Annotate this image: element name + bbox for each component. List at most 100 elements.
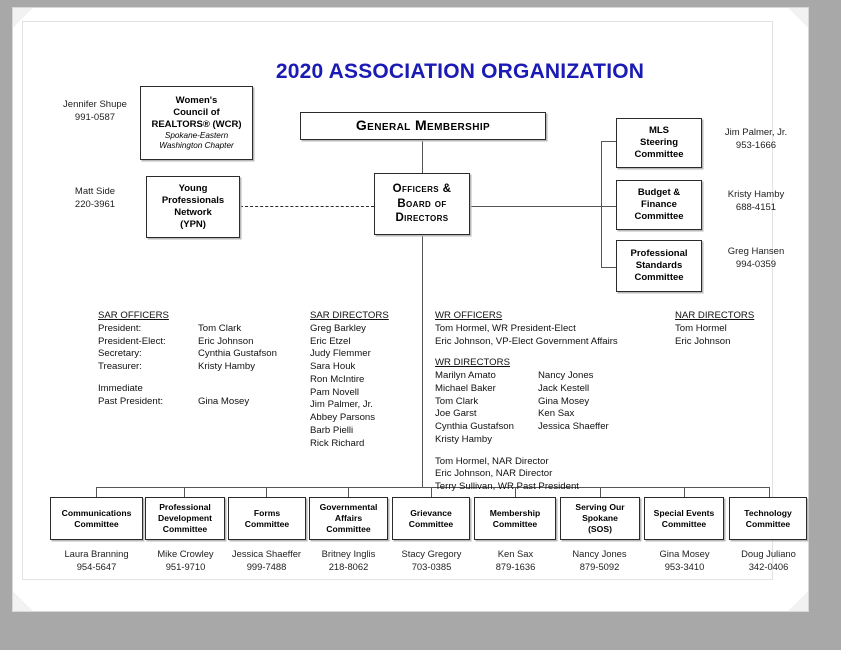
standards-contact-name: Greg Hansen	[727, 246, 785, 257]
contact-phone: 954-5647	[76, 560, 117, 572]
sar-past-president-row: Past President: Gina Mosey	[98, 396, 298, 409]
box-forms-committee[interactable]: Forms Committee	[228, 497, 306, 540]
committee-line1: Grievance	[410, 507, 452, 518]
wcr-line1: Women's	[175, 95, 218, 107]
grievance-contact: Stacy Gregory 703-0385	[381, 548, 482, 573]
box-professional-standards-committee[interactable]: Professional Standards Committee	[616, 240, 702, 292]
committee-label: Governmental Affairs Committee	[320, 502, 378, 534]
list-item: Cynthia Gustafson	[435, 421, 514, 432]
committee-label: Communications Committee	[62, 508, 132, 529]
list-item: Gina Mosey	[538, 395, 590, 407]
wcr-contact-phone: 991-0587	[74, 111, 116, 123]
standards-line1: Professional	[630, 248, 688, 260]
committee-line3: (SOS)	[588, 523, 612, 534]
committee-label: Membership Committee	[490, 508, 541, 529]
box-womens-council[interactable]: Women's Council of REALTORS® (WCR) Spoka…	[140, 86, 253, 160]
contact-phone: 703-0385	[411, 560, 452, 572]
committee-stub-3	[266, 487, 267, 497]
ypn-line2: Professionals	[161, 195, 225, 207]
box-young-professionals-network[interactable]: Young Professionals Network (YPN)	[146, 176, 240, 238]
list-item: Jessica Shaeffer	[538, 421, 609, 432]
wcr-contact-name: Jennifer Shupe	[63, 99, 127, 110]
mls-contact-name: Jim Palmer, Jr.	[724, 127, 788, 138]
list-item: Eric Etzel	[310, 335, 351, 347]
box-membership-committee[interactable]: Membership Committee	[474, 497, 556, 540]
budget-contact: Kristy Hamby 688-4151	[706, 189, 806, 215]
contact-phone: 999-7488	[246, 560, 287, 572]
contact-phone: 342-0406	[748, 560, 789, 572]
list-item: Ron McIntire	[310, 373, 365, 385]
box-technology-committee[interactable]: Technology Committee	[729, 497, 807, 540]
connector-officers-right	[470, 206, 601, 207]
box-grievance-committee[interactable]: Grievance Committee	[392, 497, 470, 540]
standards-contact: Greg Hansen 994-0359	[706, 246, 806, 272]
ypn-line3: Network	[174, 207, 212, 218]
committee-bus	[96, 487, 769, 488]
box-governmental-affairs-committee[interactable]: Governmental Affairs Committee	[309, 497, 388, 540]
committee-line1: Membership	[489, 507, 541, 518]
list-item: Ken Sax	[538, 408, 575, 420]
standards-line2: Standards	[635, 260, 683, 272]
box-general-membership[interactable]: General Membership	[300, 112, 546, 140]
list-item: Terry Sullivan, WR Past President	[435, 481, 579, 492]
sar-officers-heading: SAR OFFICERS	[98, 310, 169, 321]
box-communications-committee[interactable]: Communications Committee	[50, 497, 143, 540]
membership-contact: Ken Sax 879-1636	[465, 548, 566, 573]
committee-label: Grievance Committee	[409, 508, 453, 529]
forms-contact: Jessica Shaeffer 999-7488	[216, 548, 317, 573]
box-special-events-committee[interactable]: Special Events Committee	[644, 497, 724, 540]
committee-label: Technology Committee	[744, 508, 792, 529]
spacer	[435, 348, 665, 357]
sar-officer-name: Tom Clark	[198, 322, 242, 334]
general-membership-label: General Membership	[355, 117, 491, 134]
connector-ypn-dashed	[240, 206, 374, 207]
officers-line1: Officers &	[392, 183, 452, 196]
list-item: Tom Hormel, NAR Director	[435, 455, 549, 467]
box-mls-steering-committee[interactable]: MLS Steering Committee	[616, 118, 702, 168]
list-item: Kristy Hamby	[435, 433, 493, 445]
list-item: Joe Garst	[435, 408, 477, 420]
standards-line3: Committee	[634, 271, 684, 283]
box-serving-our-spokane-committee[interactable]: Serving Our Spokane (SOS)	[560, 497, 640, 540]
contact-phone: 879-5092	[579, 560, 620, 572]
committee-label: Serving Our Spokane (SOS)	[575, 502, 624, 534]
connector-right-mls	[601, 141, 616, 142]
ypn-contact: Matt Side 220-3961	[50, 186, 140, 212]
roster-sar-officers: SAR OFFICERS President: Tom Clark Presid…	[98, 310, 298, 408]
committee-stub-2	[184, 487, 185, 497]
ypn-contact-phone: 220-3961	[74, 198, 116, 210]
ypn-line4: (YPN)	[180, 218, 206, 230]
list-item: Tom Clark	[435, 395, 479, 407]
spacer	[435, 447, 665, 456]
contact-name: Doug Juliano	[741, 548, 796, 559]
wr-directors-heading: WR DIRECTORS	[435, 357, 510, 369]
contact-phone: 879-1636	[495, 560, 536, 572]
committee-line1: Technology	[744, 507, 792, 518]
connector-membership-officers	[422, 140, 423, 173]
sar-officer-role: Secretary:	[98, 348, 142, 360]
contact-phone: 951-9710	[165, 560, 206, 572]
committee-stub-7	[600, 487, 601, 497]
committee-line2: Committee	[74, 518, 119, 529]
box-budget-finance-committee[interactable]: Budget & Finance Committee	[616, 180, 702, 230]
contact-name: Jessica Shaeffer	[231, 548, 302, 559]
communications-contact: Laura Branning 954-5647	[46, 548, 147, 573]
standards-contact-phone: 994-0359	[735, 258, 777, 270]
mls-contact: Jim Palmer, Jr. 953-1666	[706, 127, 806, 153]
contact-name: Gina Mosey	[659, 548, 710, 559]
page-title: 2020 ASSOCIATION ORGANIZATION	[275, 60, 645, 83]
contact-name: Britney Inglis	[321, 548, 376, 559]
committee-line2: Committee	[661, 518, 707, 529]
budget-line1: Budget &	[637, 187, 681, 199]
committee-label: Special Events Committee	[654, 508, 715, 529]
list-item: Eric Johnson	[675, 335, 731, 347]
sar-officer-name: Cynthia Gustafson	[198, 348, 277, 360]
list-item: Rick Richard	[310, 437, 365, 449]
list-item: Pam Novell	[310, 386, 360, 398]
wcr-line2: Council of	[173, 107, 220, 119]
mls-line2: Steering	[639, 137, 678, 149]
committee-label: Forms Committee	[245, 508, 289, 529]
box-officers-board-of-directors[interactable]: Officers & Board of Directors	[374, 173, 470, 235]
box-professional-development-committee[interactable]: Professional Development Committee	[145, 497, 225, 540]
committee-line1: Special Events	[653, 507, 715, 518]
